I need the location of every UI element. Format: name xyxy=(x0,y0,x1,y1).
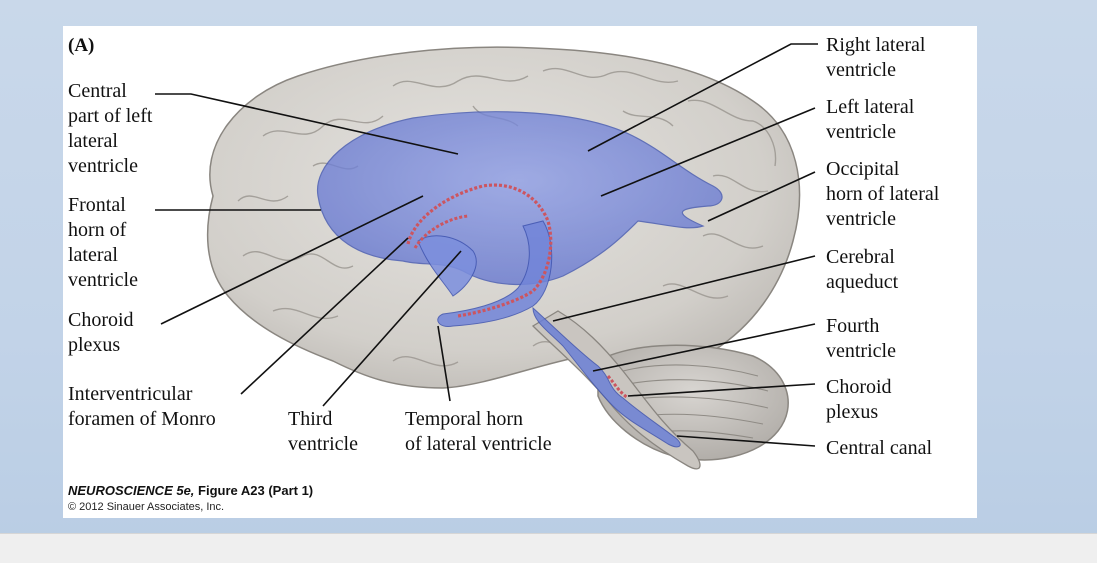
label-occipital-horn: Occipital horn of lateral ventricle xyxy=(826,158,940,230)
label-fourth-ventricle: Fourth ventricle xyxy=(826,315,896,362)
aqueduct-fourth-ventricle-shape xyxy=(532,306,681,448)
label-choroid-plexus-right: Choroid plexus xyxy=(826,376,892,423)
label-temporal-horn: Temporal horn of lateral ventricle xyxy=(405,408,552,455)
label-interventricular-foramen: Interventricular foramen of Monro xyxy=(68,383,216,430)
choroid-plexus-line xyxy=(406,183,553,318)
leader-lines xyxy=(155,43,818,447)
label-central-canal: Central canal xyxy=(826,437,933,459)
panel-letter: (A) xyxy=(68,35,95,56)
label-frontal-horn: Frontal horn of lateral ventricle xyxy=(68,194,138,291)
book-title: NEUROSCIENCE 5e, xyxy=(68,483,195,498)
brain-ventricles-illustration xyxy=(155,43,818,470)
temporal-horn-shape xyxy=(437,220,553,328)
bottom-bar xyxy=(0,533,1097,563)
label-cerebral-aqueduct: Cerebral aqueduct xyxy=(826,246,899,293)
label-right-lateral-ventricle: Right lateral ventricle xyxy=(826,34,926,81)
label-choroid-plexus-left: Choroid plexus xyxy=(68,309,134,356)
figure-credit-title: NEUROSCIENCE 5e, Figure A23 (Part 1) xyxy=(68,483,313,498)
figure-panel: (A) Central part of left lateral ventric… xyxy=(63,26,977,518)
copyright-notice: © 2012 Sinauer Associates, Inc. xyxy=(68,501,225,513)
choroid-plexus-fourth xyxy=(606,375,629,400)
label-central-part-left-lateral-ventricle: Central part of left lateral ventricle xyxy=(68,80,153,177)
choroid-plexus-line-inner xyxy=(413,214,469,249)
figure-number: Figure A23 (Part 1) xyxy=(194,483,314,498)
label-third-ventricle: Third ventricle xyxy=(288,408,358,455)
label-left-lateral-ventricle: Left lateral ventricle xyxy=(826,96,915,143)
